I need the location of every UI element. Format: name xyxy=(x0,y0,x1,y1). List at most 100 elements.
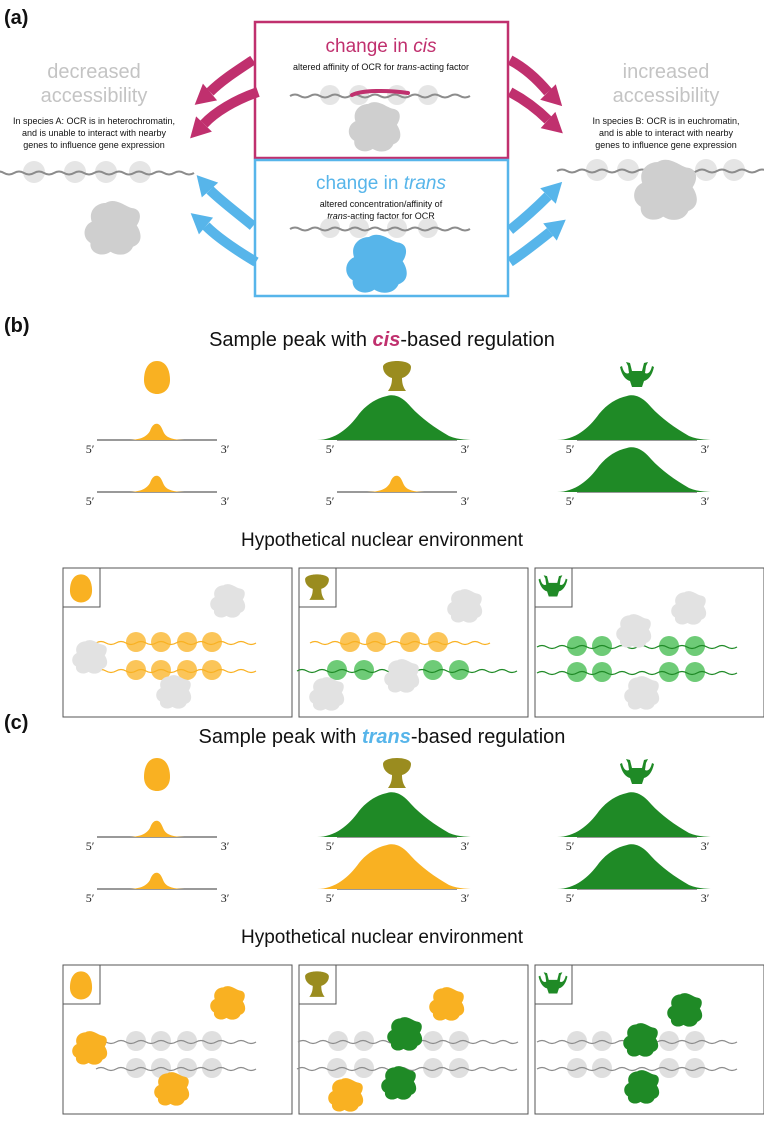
small-peak xyxy=(127,475,187,492)
nucleosome xyxy=(177,660,197,680)
left-title-line2: accessibility xyxy=(41,85,148,107)
panel-c-title: Sample peak with trans-based regulation xyxy=(199,726,566,748)
cis-box-title-part: change in xyxy=(326,36,414,57)
cis-box-desc: altered affinity of OCR for trans-acting… xyxy=(293,62,469,72)
blue-factor-trans xyxy=(346,234,407,293)
nucleosome xyxy=(328,1031,348,1051)
trans-arrow-right-upper-shaft xyxy=(506,192,552,234)
five-prime-label: 5′ xyxy=(566,891,575,905)
dna-strand xyxy=(0,170,195,176)
nucleosome xyxy=(567,662,587,682)
trans-box-title: change in trans xyxy=(316,173,446,194)
cis-altered-ocr xyxy=(350,88,410,97)
left-desc-line: In species A: OCR is in heterochromatin, xyxy=(13,116,175,126)
nucleosome xyxy=(723,159,745,181)
nuclear-environment-box xyxy=(534,567,764,718)
nuclear-environment-box xyxy=(296,964,529,1115)
right-title-line2: accessibility xyxy=(613,85,720,107)
three-prime-label: 3′ xyxy=(461,494,470,508)
large-peak xyxy=(557,395,717,440)
right-desc-line: genes to influence gene expression xyxy=(595,140,737,150)
five-prime-label: 5′ xyxy=(86,891,95,905)
cis-arrow-right-lower-shaft xyxy=(507,87,552,124)
nucleosome xyxy=(327,1058,347,1078)
panel-b-title: Sample peak with cis-based regulation xyxy=(209,329,555,351)
factor-oval xyxy=(144,361,170,394)
right-desc-line: In species B: OCR is in euchromatin, xyxy=(592,116,739,126)
small-peak xyxy=(127,872,187,889)
strand-species-b: 5′3′ xyxy=(326,475,470,508)
trans-arrow-right-upper xyxy=(506,174,570,234)
nucleosome xyxy=(177,632,197,652)
nucleosome xyxy=(659,636,679,656)
cis-box-desc-part: trans xyxy=(397,62,418,72)
nucleosome xyxy=(418,218,438,238)
left-desc-line: genes to influence gene expression xyxy=(23,140,165,150)
cis-arrow-right-upper-shaft xyxy=(507,55,552,96)
nucleosome xyxy=(418,85,438,105)
factor-cup xyxy=(620,759,654,784)
cis-arrow-right-lower xyxy=(507,87,571,142)
inset-factor xyxy=(69,574,93,603)
nuclear-environment-box xyxy=(62,567,293,718)
trans-arrow-left-lower xyxy=(183,204,259,267)
three-prime-label: 3′ xyxy=(221,494,230,508)
nucleosome xyxy=(685,1031,705,1051)
three-prime-label: 3′ xyxy=(701,839,710,853)
nucleosome xyxy=(567,1031,587,1051)
nucleosome xyxy=(567,636,587,656)
three-prime-label: 3′ xyxy=(221,839,230,853)
nuclear-environment-box xyxy=(62,964,293,1115)
nucleosome xyxy=(685,662,705,682)
nuclear-environment-box xyxy=(534,964,764,1115)
factor-mush xyxy=(383,361,411,391)
trans-arrow-right-lower xyxy=(507,211,573,267)
right-desc-line: and is able to interact with nearby xyxy=(599,128,734,138)
three-prime-label: 3′ xyxy=(461,839,470,853)
five-prime-label: 5′ xyxy=(326,839,335,853)
cis-box-desc-part: -acting factor xyxy=(417,62,469,72)
nucleosome xyxy=(202,660,222,680)
cis-arrow-left-upper xyxy=(187,55,256,114)
nucleosome xyxy=(567,1058,587,1078)
three-prime-label: 3′ xyxy=(221,442,230,456)
strand-species-b: 5′3′ xyxy=(557,447,717,508)
small-peak xyxy=(127,423,187,440)
small-peak xyxy=(127,820,187,837)
large-peak xyxy=(557,844,717,889)
factor-oval xyxy=(144,758,170,791)
dna-strand xyxy=(309,640,491,646)
trans-box-nucleosomes xyxy=(289,218,471,238)
dna-strand xyxy=(95,1066,257,1072)
cis-arrow-left-lower-shaft xyxy=(200,87,260,128)
trans-arrow-right-lower-shaft xyxy=(507,228,554,267)
cis-arrow-right-upper xyxy=(507,55,570,114)
nucleosome xyxy=(685,1058,705,1078)
dna-strand xyxy=(289,226,471,232)
nucleosome xyxy=(126,1031,146,1051)
trans-box-desc-line1: altered concentration/affinity of xyxy=(320,199,443,209)
left-nucleosomes xyxy=(0,161,195,183)
environment-nucleosome-row xyxy=(309,632,491,652)
factor-mush xyxy=(383,758,411,788)
trans-arrow-left-lower-shaft xyxy=(202,222,259,267)
nucleosome xyxy=(177,1031,197,1051)
panel-c-title-part: Sample peak with xyxy=(199,726,362,748)
dna-strand xyxy=(95,668,257,674)
cis-box-title-part: cis xyxy=(413,36,437,57)
panel-a-label: (a) xyxy=(4,7,28,29)
five-prime-label: 5′ xyxy=(86,442,95,456)
left-title-line1: decreased xyxy=(47,61,140,83)
left-desc-line: and is unable to interact with nearby xyxy=(22,128,167,138)
inset-factor xyxy=(69,971,93,1000)
large-peak xyxy=(557,447,717,492)
five-prime-label: 5′ xyxy=(326,891,335,905)
nuclear-environment-box xyxy=(296,567,529,718)
factor-cup xyxy=(620,362,654,387)
strand-species-b: 5′3′ xyxy=(86,872,230,905)
environment-nucleosome-row xyxy=(95,660,257,680)
panel-b-env-title: Hypothetical nuclear environment xyxy=(241,530,524,551)
large-peak xyxy=(317,844,477,889)
environment-nucleosome-row xyxy=(95,1058,257,1078)
